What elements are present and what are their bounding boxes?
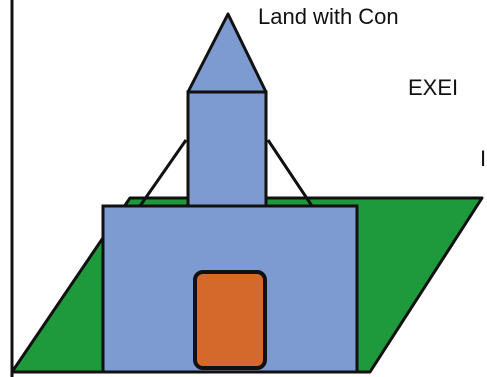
exercise-label: EXEI [408, 75, 458, 100]
tower-spire [188, 14, 266, 92]
roof-line-left [140, 140, 186, 206]
building-door [195, 272, 265, 368]
third-line-label: I [480, 146, 486, 171]
tower-body [188, 92, 266, 206]
roof-line-right [268, 140, 312, 206]
title-label: Land with Con [258, 4, 399, 29]
